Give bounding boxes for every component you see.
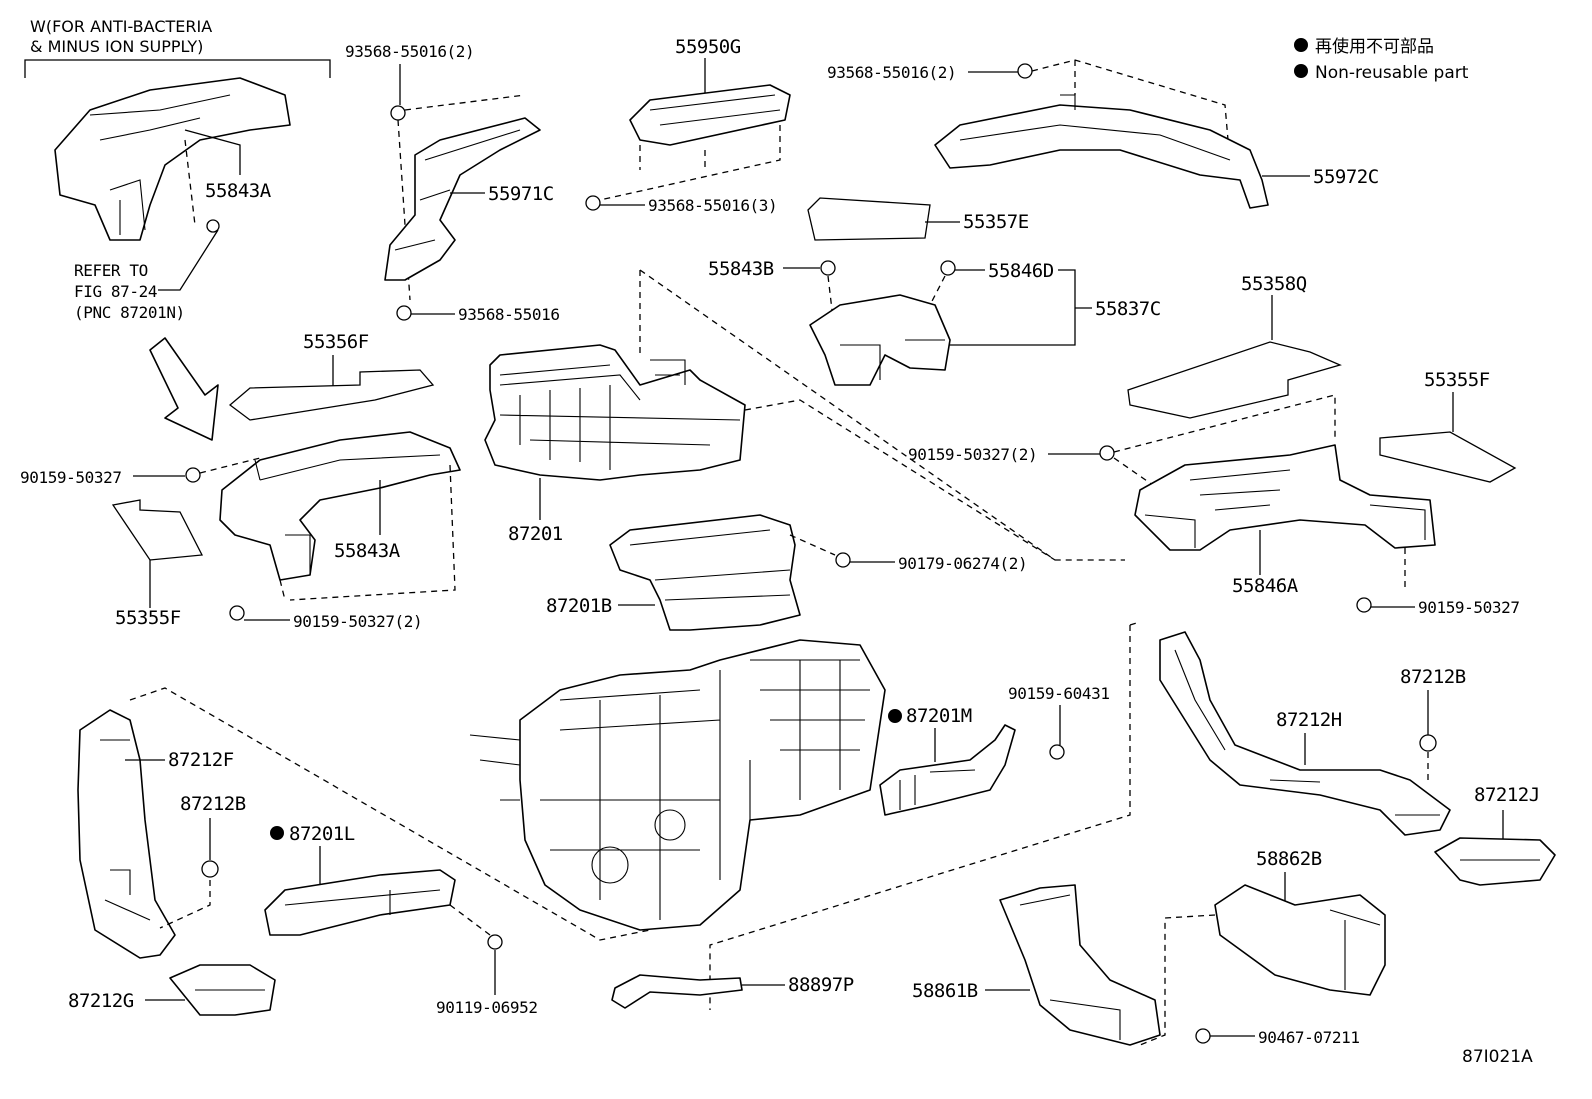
clip-icon (201, 860, 219, 878)
legend-en: Non-reusable part (1315, 63, 1469, 83)
label-87201L: 87201L (289, 823, 355, 845)
duct-87212H (1159, 631, 1451, 836)
duct-87212F (77, 709, 176, 959)
screw-icon (229, 605, 245, 621)
non-reusable-dot-icon (1294, 38, 1308, 52)
label-55355F-right: 55355F (1424, 369, 1490, 391)
duct-87201M (879, 724, 1016, 816)
duct-55837C (809, 294, 951, 386)
label-87212B-left: 87212B (180, 793, 246, 815)
label-90467-07211: 90467-07211 (1258, 1028, 1360, 1047)
duct-55971C (384, 117, 541, 281)
screw-icon (1099, 445, 1115, 461)
duct-87201B (609, 514, 801, 631)
pad-55358Q (1127, 341, 1342, 419)
label-55971C: 55971C (488, 183, 554, 205)
duct-58862B (1214, 884, 1386, 996)
label-87212J: 87212J (1474, 784, 1540, 806)
screw-icon (1017, 63, 1033, 79)
clip-icon (820, 260, 836, 276)
clip-icon (206, 219, 220, 233)
screw-icon (185, 467, 201, 483)
label-87212B-right: 87212B (1400, 666, 1466, 688)
label-93568-55016-2-a: 93568-55016(2) (345, 42, 474, 61)
hose-88897P (611, 974, 743, 1009)
label-90159-50327-left: 90159-50327 (20, 468, 122, 487)
label-55843A-mid: 55843A (334, 540, 401, 562)
duct-87201L (264, 869, 456, 936)
non-reusable-dot-icon (270, 826, 284, 840)
label-55972C: 55972C (1313, 166, 1379, 188)
clip-icon (1419, 734, 1437, 752)
label-87212H: 87212H (1276, 709, 1342, 731)
duct-87212J (1434, 837, 1556, 886)
label-93568-55016-3: 93568-55016(3) (648, 196, 777, 215)
label-55843A-top: 55843A (205, 180, 272, 202)
case-87201 (484, 344, 746, 481)
direction-arrow-icon (149, 337, 219, 441)
nut-icon (1195, 1028, 1211, 1044)
label-55357E: 55357E (963, 211, 1029, 233)
nut-icon (835, 552, 851, 568)
label-87212F: 87212F (168, 749, 234, 771)
label-55843B: 55843B (708, 258, 774, 280)
label-55355F-left: 55355F (115, 607, 181, 629)
non-reusable-dot-icon (888, 709, 902, 723)
screw-icon (585, 195, 601, 211)
label-90179-06274-2: 90179-06274(2) (898, 554, 1027, 573)
label-87201: 87201 (508, 523, 563, 545)
screw-icon (396, 305, 412, 321)
clip-icon (940, 260, 956, 276)
label-55837C: 55837C (1095, 298, 1161, 320)
label-58862B: 58862B (1256, 848, 1322, 870)
note-line-1: W(FOR ANTI-BACTERIA (30, 17, 212, 36)
pad-55356F (228, 369, 435, 421)
screw-icon (390, 105, 406, 121)
pad-55355F-right (1379, 431, 1517, 483)
hvac-unit (469, 639, 886, 931)
label-87201M: 87201M (906, 705, 972, 727)
non-reusable-dot-icon (1294, 64, 1308, 78)
figure-code: 87I021A (1462, 1047, 1533, 1067)
duct-55972C (934, 94, 1269, 209)
label-55846D: 55846D (988, 260, 1054, 282)
duct-55843A-mid (219, 431, 461, 581)
screw-icon (1356, 597, 1372, 613)
label-87212G: 87212G (68, 990, 134, 1012)
duct-58861B (999, 884, 1161, 1046)
label-87201B: 87201B (546, 595, 612, 617)
label-90159-60431: 90159-60431 (1008, 684, 1110, 703)
note-line-2: & MINUS ION SUPPLY) (30, 37, 203, 56)
vent-55950G (629, 84, 791, 146)
legend-jp: 再使用不可部品 (1315, 36, 1434, 57)
label-55950G: 55950G (675, 36, 741, 58)
refer-line-2: FIG 87-24 (74, 282, 157, 301)
duct-55846A (1134, 444, 1436, 551)
label-58861B: 58861B (912, 980, 978, 1002)
refer-line-1: REFER TO (74, 261, 148, 280)
label-55358Q: 55358Q (1241, 273, 1307, 295)
label-90119-06952: 90119-06952 (436, 998, 538, 1017)
label-55356F: 55356F (303, 331, 369, 353)
pad-55357E (807, 197, 931, 241)
label-93568-55016: 93568-55016 (458, 305, 560, 324)
duct-55843A-top (54, 77, 291, 241)
duct-87212G (169, 964, 276, 1016)
label-90159-50327-right: 90159-50327 (1418, 598, 1520, 617)
refer-line-3: (PNC 87201N) (74, 303, 185, 322)
label-55846A: 55846A (1232, 575, 1299, 597)
label-88897P: 88897P (788, 974, 854, 996)
label-90159-50327-2-right: 90159-50327(2) (908, 445, 1037, 464)
label-90159-50327-2-left: 90159-50327(2) (293, 612, 422, 631)
label-93568-55016-2-b: 93568-55016(2) (827, 63, 956, 82)
screw-icon (487, 934, 503, 950)
screw-icon (1049, 744, 1065, 760)
pad-55355F-left (111, 499, 204, 561)
